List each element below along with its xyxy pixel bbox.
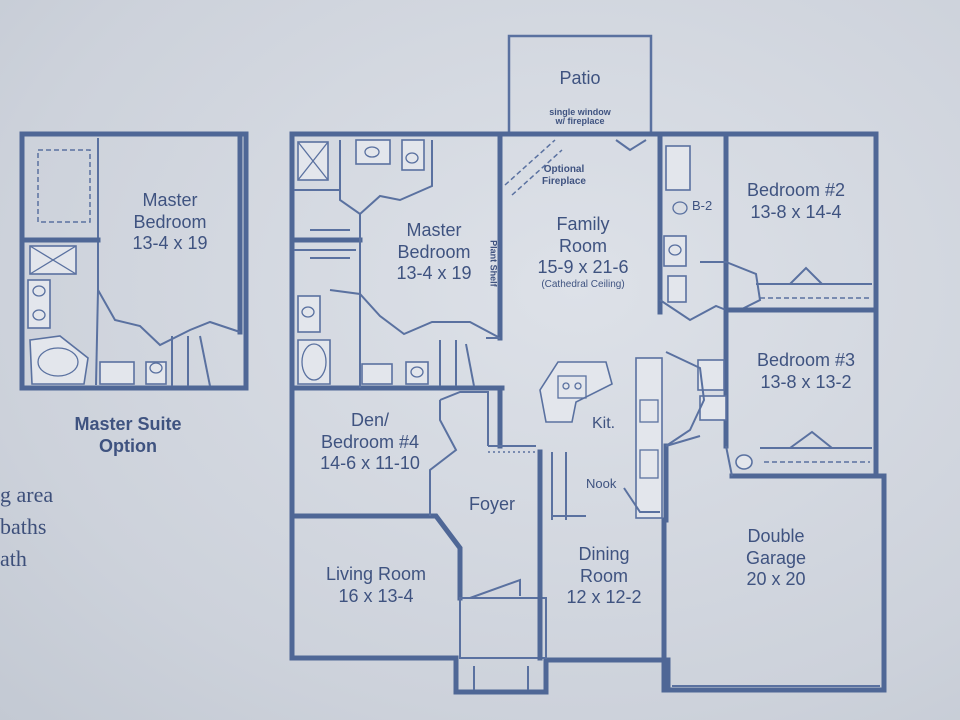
master-bedroom-name: Master Bedroom — [397, 220, 471, 262]
family-room-label: Family Room 15-9 x 21-6 (Cathedral Ceili… — [518, 214, 648, 291]
master-suite-option-plan — [19, 131, 249, 391]
main-floor-plan — [289, 34, 887, 695]
family-room-dims: 15-9 x 21-6 — [537, 257, 629, 278]
dining-room-label: Dining Room 12 x 12-2 — [554, 544, 654, 609]
bedroom-2-label: Bedroom #2 13-8 x 14-4 — [736, 180, 856, 223]
master-suite-option-caption: Master Suite Option — [74, 414, 182, 456]
bedroom-3-dims: 13-8 x 13-2 — [760, 371, 852, 392]
option-master-bedroom-label: Master Bedroom 13-4 x 19 — [120, 190, 220, 255]
bedroom-3-label: Bedroom #3 13-8 x 13-2 — [746, 350, 866, 393]
bedroom-2-dims: 13-8 x 14-4 — [750, 201, 842, 222]
bedroom-3-name: Bedroom #3 — [756, 350, 856, 370]
optional-fireplace-label: Optional Fireplace — [542, 164, 586, 187]
living-room-dims: 16 x 13-4 — [338, 585, 414, 606]
family-room-name: Family Room — [556, 214, 610, 256]
side-text-2: baths — [0, 514, 47, 539]
garage-name: Double Garage — [745, 526, 807, 568]
option-master-bedroom-dims: 13-4 x 19 — [132, 233, 208, 254]
den-name: Den/ Bedroom #4 — [320, 410, 420, 452]
living-room-label: Living Room 16 x 13-4 — [314, 564, 438, 607]
patio-label: Patio — [559, 68, 601, 88]
plant-shelf-label: Plant Shelf — [488, 240, 499, 287]
bath-b2-label: B-2 — [692, 198, 713, 213]
side-text-1: g area — [0, 482, 54, 507]
den-label: Den/ Bedroom #4 14-6 x 11-10 — [310, 410, 430, 475]
side-text-3: ath — [0, 546, 27, 571]
family-room-note: (Cathedral Ceiling) — [541, 278, 625, 290]
foyer-label: Foyer — [468, 494, 515, 514]
option-master-bedroom-name: Master Bedroom — [133, 190, 207, 232]
nook-label: Nook — [586, 476, 617, 491]
dining-room-dims: 12 x 12-2 — [566, 587, 642, 608]
kitchen-label: Kit. — [592, 415, 616, 432]
master-bedroom-label: Master Bedroom 13-4 x 19 — [384, 220, 484, 285]
garage-label: Double Garage 20 x 20 — [726, 526, 826, 591]
garage-dims: 20 x 20 — [746, 569, 806, 590]
patio-note: single window w/ fireplace — [549, 107, 611, 127]
living-room-name: Living Room — [325, 564, 427, 584]
bedroom-2-name: Bedroom #2 — [746, 180, 846, 200]
den-dims: 14-6 x 11-10 — [320, 453, 420, 474]
master-bedroom-dims: 13-4 x 19 — [396, 263, 472, 284]
dining-room-name: Dining Room — [578, 544, 630, 586]
